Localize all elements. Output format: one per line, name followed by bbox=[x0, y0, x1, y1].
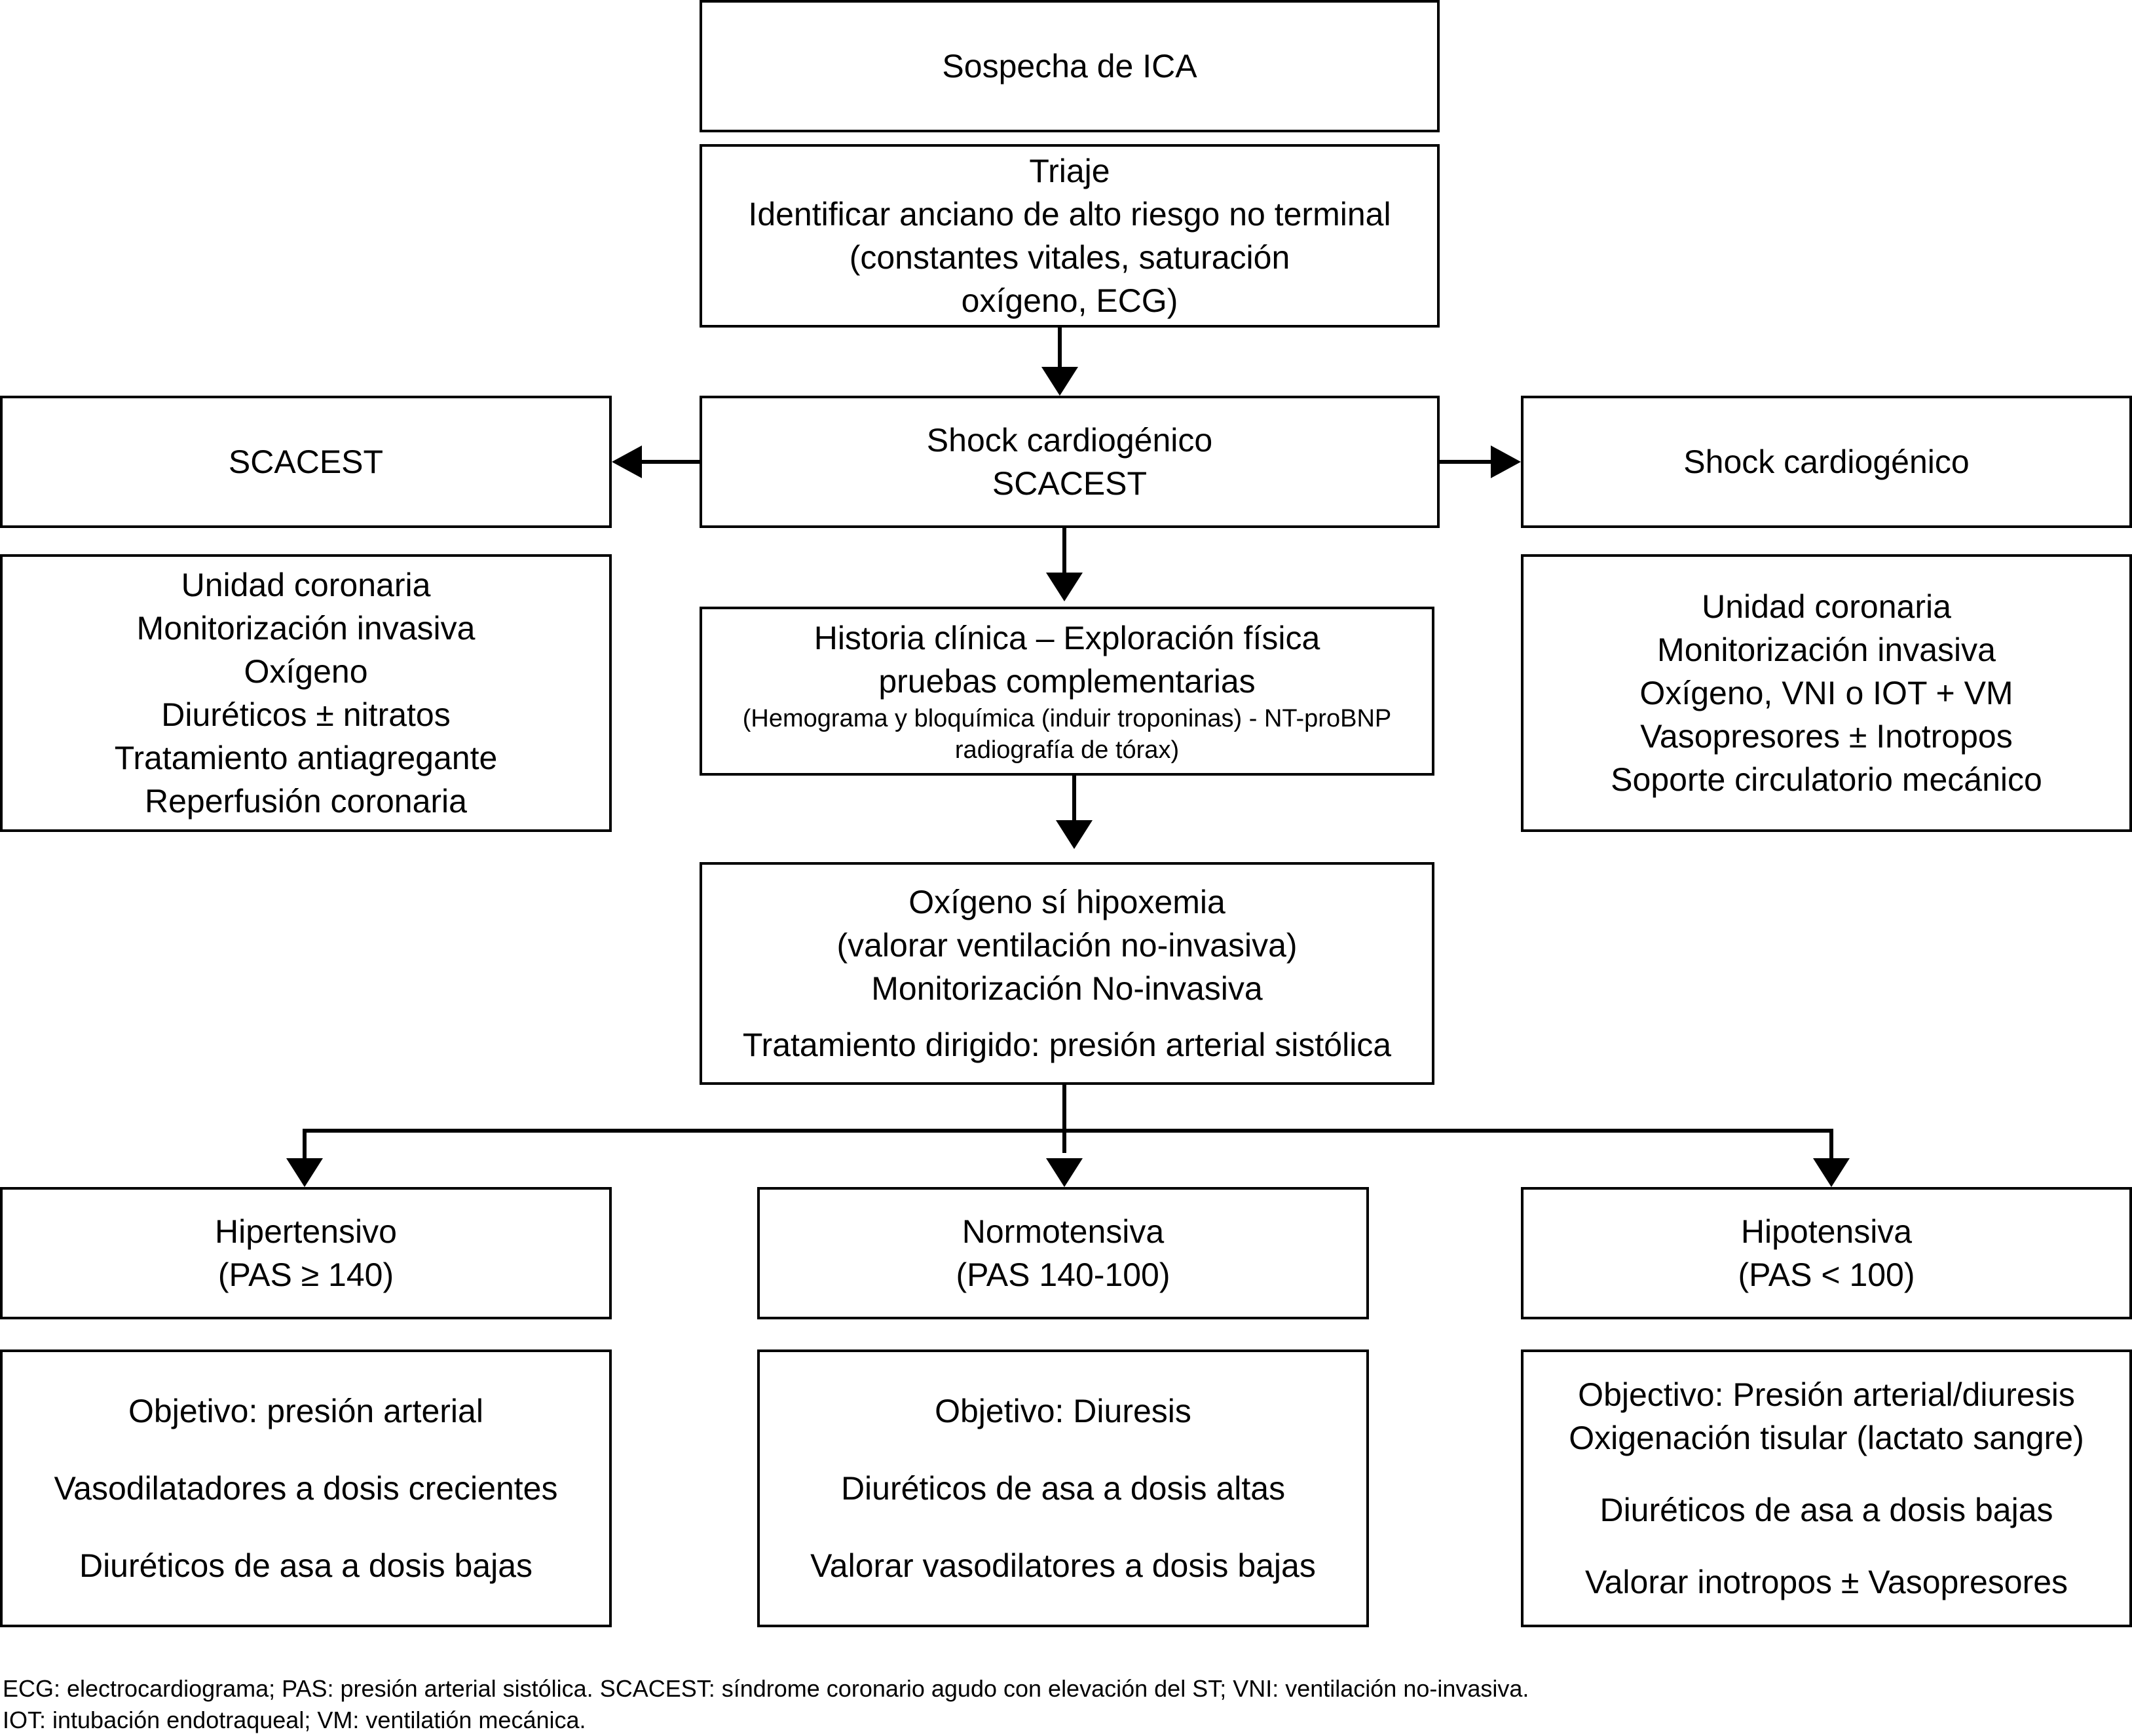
treatment-line: Oxígeno bbox=[244, 653, 368, 690]
normotensiva-range: (PAS 140-100) bbox=[956, 1256, 1170, 1293]
hipotensiva-box: Hipotensiva (PAS < 100) bbox=[1521, 1187, 2132, 1319]
triaje-box: Triaje Identificar anciano de alto riesg… bbox=[700, 144, 1440, 328]
oxigeno-box: Oxígeno sí hipoxemia (valorar ventilació… bbox=[700, 862, 1434, 1085]
shock-scacest-box: Shock cardiogénico SCACEST bbox=[700, 396, 1440, 528]
hipo-treatment-box: Objectivo: Presión arterial/diuresis Oxi… bbox=[1521, 1349, 2132, 1627]
hipotensiva-title: Hipotensiva bbox=[1740, 1213, 1913, 1250]
historia-small-line: (Hemograma y bloquímica (induir troponin… bbox=[742, 705, 1392, 732]
scacest-box: SCACEST bbox=[0, 396, 612, 528]
treatment-line: Diuréticos de asa a dosis bajas bbox=[79, 1547, 533, 1584]
hipotensiva-range: (PAS < 100) bbox=[1738, 1256, 1915, 1293]
treatment-line: Reperfusión coronaria bbox=[145, 783, 467, 820]
treatment-line: Oxígeno, VNI o IOT + VM bbox=[1639, 675, 2013, 711]
historia-line: pruebas complementarias bbox=[878, 663, 1256, 700]
branch-line bbox=[303, 1129, 1833, 1160]
treatment-line: Monitorización invasiva bbox=[1657, 632, 1996, 668]
treatment-line: Unidad coronaria bbox=[1702, 588, 1951, 625]
hiper-treatment-box: Objetivo: presión arterial Vasodilatador… bbox=[0, 1349, 612, 1627]
triaje-line: oxígeno, ECG) bbox=[961, 282, 1178, 319]
oxigeno-line: Monitorización No-invasiva bbox=[871, 970, 1263, 1007]
normo-treatment-box: Objetivo: Diuresis Diuréticos de asa a d… bbox=[757, 1349, 1369, 1627]
left-treatment-box: Unidad coronaria Monitorización invasiva… bbox=[0, 554, 612, 832]
shock-right-box: Shock cardiogénico bbox=[1521, 396, 2132, 528]
treatment-line: Monitorización invasiva bbox=[136, 610, 476, 647]
arrow-down-hipo bbox=[1813, 1158, 1850, 1187]
arrow-down-historia bbox=[1046, 573, 1083, 601]
treatment-line: Vasodilatadores a dosis crecientes bbox=[54, 1470, 558, 1507]
treatment-line: Vasopresores ± Inotropos bbox=[1640, 718, 2013, 755]
footnote-line: IOT: intubación endotraqueal; VM: ventil… bbox=[3, 1707, 586, 1733]
arrow-down-triaje bbox=[1041, 367, 1078, 396]
oxigeno-line: Tratamiento dirigido: presión arterial s… bbox=[742, 1027, 1392, 1063]
scacest-text: SCACEST bbox=[228, 443, 384, 480]
treatment-line: Valorar inotropos ± Vasopresores bbox=[1584, 1564, 2068, 1600]
sospecha-box: Sospecha de ICA bbox=[700, 0, 1440, 132]
triaje-line: (constantes vitales, saturación bbox=[849, 239, 1290, 276]
footnote-line: ECG: electrocardiograma; PAS: presión ar… bbox=[3, 1675, 1529, 1702]
treatment-line: Soporte circulatorio mecánico bbox=[1611, 761, 2042, 798]
treatment-line: Objectivo: Presión arterial/diuresis bbox=[1578, 1376, 2075, 1413]
oxigeno-line: (valorar ventilación no-invasiva) bbox=[836, 927, 1298, 964]
shock-scacest-line: SCACEST bbox=[992, 465, 1148, 502]
hipertensivo-range: (PAS ≥ 140) bbox=[217, 1256, 394, 1293]
arrow-down-normo bbox=[1046, 1158, 1083, 1187]
arrow-down-hiper bbox=[286, 1158, 323, 1187]
treatment-line: Diuréticos de asa a dosis altas bbox=[840, 1470, 1286, 1507]
treatment-line: Oxigenación tisular (lactato sangre) bbox=[1569, 1420, 2084, 1456]
treatment-line: Diuréticos de asa a dosis bajas bbox=[1599, 1492, 2053, 1528]
triaje-line: Identificar anciano de alto riesgo no te… bbox=[748, 196, 1391, 233]
historia-line: Historia clínica – Exploración física bbox=[814, 620, 1320, 656]
treatment-line: Tratamiento antiagregante bbox=[114, 740, 498, 776]
historia-small-line: radiografía de tórax) bbox=[954, 736, 1180, 764]
hipertensivo-box: Hipertensivo (PAS ≥ 140) bbox=[0, 1187, 612, 1319]
treatment-line: Objetivo: presión arterial bbox=[128, 1393, 483, 1429]
oxigeno-line: Oxígeno sí hipoxemia bbox=[908, 884, 1225, 920]
right-treatment-box: Unidad coronaria Monitorización invasiva… bbox=[1521, 554, 2132, 832]
treatment-line: Valorar vasodilatores a dosis bajas bbox=[810, 1547, 1316, 1584]
arrow-left-scacest bbox=[612, 445, 642, 478]
arrow-down-oxigeno bbox=[1056, 820, 1093, 849]
shock-right-text: Shock cardiogénico bbox=[1683, 443, 1970, 480]
triaje-title: Triaje bbox=[1029, 153, 1110, 189]
sospecha-text: Sospecha de ICA bbox=[942, 48, 1197, 85]
treatment-line: Diuréticos ± nitratos bbox=[161, 696, 451, 733]
normotensiva-box: Normotensiva (PAS 140-100) bbox=[757, 1187, 1369, 1319]
arrow-right-shock bbox=[1491, 445, 1521, 478]
hipertensivo-title: Hipertensivo bbox=[215, 1213, 397, 1250]
normotensiva-title: Normotensiva bbox=[962, 1213, 1165, 1250]
shock-scacest-line: Shock cardiogénico bbox=[926, 422, 1213, 459]
historia-box: Historia clínica – Exploración física pr… bbox=[700, 607, 1434, 776]
treatment-line: Objetivo: Diuresis bbox=[935, 1393, 1191, 1429]
treatment-line: Unidad coronaria bbox=[181, 567, 431, 603]
